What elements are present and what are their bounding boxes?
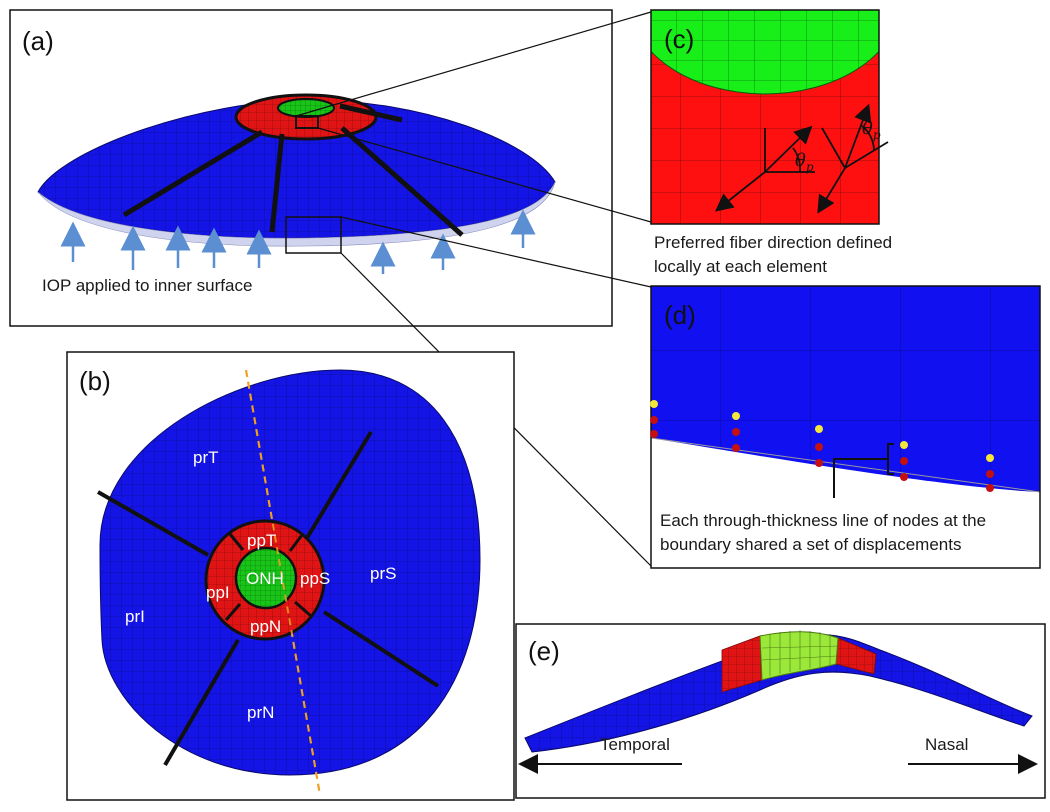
panel-a: (a) IOP applied to i	[9, 9, 613, 327]
iop-arrows	[60, 209, 536, 274]
ring-sector-lines	[224, 533, 312, 621]
panel-a-label: (a)	[22, 26, 54, 56]
node-red	[900, 473, 908, 481]
node-red	[650, 430, 658, 438]
panel-c-caption-line2: locally at each element	[654, 257, 827, 276]
panel-c-label: (c)	[664, 24, 694, 54]
optic-nerve-head	[277, 98, 335, 118]
onh-grid	[761, 630, 839, 676]
node-yellow	[815, 425, 823, 433]
region-boundaries	[122, 103, 464, 237]
cross-section-onh	[759, 631, 839, 681]
theta-p-label-1: θp	[795, 150, 814, 174]
panel-c-frame	[650, 9, 880, 225]
panel-d-caption-line1: Each through-thickness line of nodes at …	[660, 511, 986, 530]
panel-c: (c) θp θp Preferred fiber direction defi…	[650, 9, 892, 276]
node-red	[815, 443, 823, 451]
through-thickness-bracket	[833, 443, 894, 498]
panel-d-frame	[650, 285, 1041, 569]
region-prN: prN	[247, 703, 274, 722]
node-red	[732, 444, 740, 452]
node-yellow	[732, 412, 740, 420]
node-red	[986, 484, 994, 492]
fiber-direction-glyph	[817, 103, 889, 214]
zoom-box-c-source	[295, 115, 319, 129]
region-prS: prS	[370, 564, 396, 583]
node-red	[815, 459, 823, 467]
panel-b-label: (b)	[79, 366, 111, 396]
onh-green-region	[651, 10, 879, 95]
region-prI: prI	[125, 607, 145, 626]
node-red	[732, 428, 740, 436]
panel-d: (d) Each through-thickness line of nodes…	[650, 285, 1041, 569]
region-ppI: ppI	[206, 583, 230, 602]
fiber-direction-glyph	[714, 125, 815, 212]
region-onh: ONH	[246, 569, 284, 588]
node-yellow	[900, 441, 908, 449]
panel-d-label: (d)	[664, 300, 696, 330]
node-red	[650, 416, 658, 424]
node-red	[900, 457, 908, 465]
region-ppS: ppS	[300, 569, 330, 588]
panel-c-caption-line1: Preferred fiber direction defined	[654, 233, 892, 252]
sclera-edge-zoom	[651, 286, 1040, 492]
iop-caption: IOP applied to inner surface	[42, 276, 252, 295]
nasal-label: Nasal	[925, 735, 968, 754]
region-prT: prT	[193, 448, 219, 467]
node-yellow	[650, 400, 658, 408]
region-ppT: ppT	[247, 531, 276, 550]
panel-d-caption-line2: boundary shared a set of displacements	[660, 535, 961, 554]
node-red	[986, 470, 994, 478]
panel-e: (e) Temporal Nasal	[515, 623, 1046, 799]
region-ppN: ppN	[250, 617, 281, 636]
boundary-nodes	[650, 400, 994, 492]
zoom-box-d-source	[285, 216, 342, 254]
temporal-label: Temporal	[600, 735, 670, 754]
theta-p-label-2: θp	[862, 118, 881, 142]
sector-boundaries	[97, 430, 440, 767]
panel-b: (b) prT prS prI prN ppT ppS ppI ppN	[66, 351, 515, 801]
node-yellow	[986, 454, 994, 462]
panel-e-label: (e)	[528, 636, 560, 666]
onh-map	[234, 546, 298, 610]
